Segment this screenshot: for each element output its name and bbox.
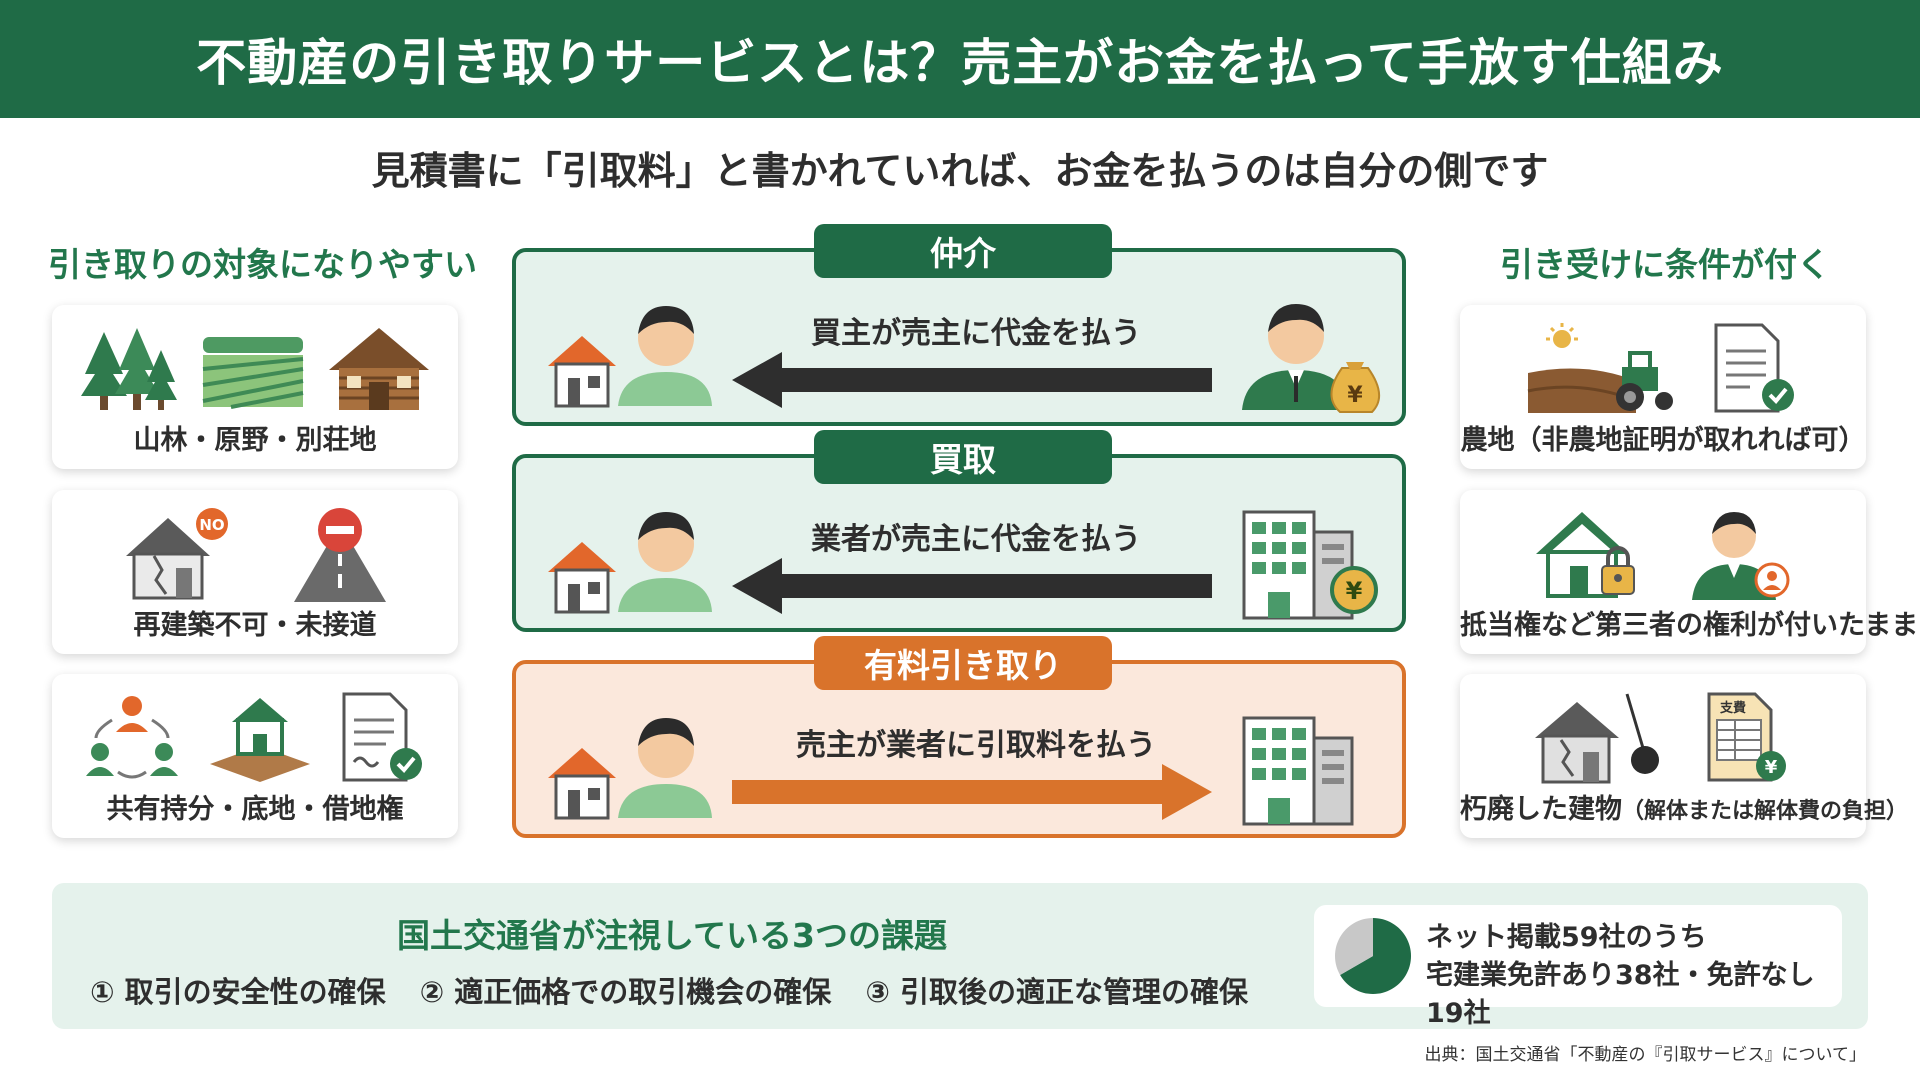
- stats-text: ネット掲載59社のうち 宅建業免許あり38社・免許なし19社: [1426, 919, 1842, 1033]
- forest-icon: [81, 328, 177, 410]
- farmland-tractor-icon: [1527, 323, 1673, 413]
- card-mortgage: 抵当権など第三者の権利が付いたまま: [1460, 490, 1919, 654]
- buyer-with-money-icon: ¥: [1242, 304, 1380, 413]
- card-label: 再建築不可・未接道: [133, 610, 377, 641]
- third-party-person-icon: [1692, 512, 1790, 600]
- house-lock-icon: [1536, 512, 1635, 598]
- card-no-rebuild: NO 再建築不可・未接道: [52, 490, 458, 654]
- card-label: 共有持分・底地・借地権: [106, 794, 404, 825]
- subtitle: 見積書に「引取料」と書かれていれば、お金を払うのは自分の側です: [371, 149, 1549, 193]
- card-label: 抵当権など第三者の権利が付いたまま: [1460, 610, 1919, 641]
- no-badge-text: NO: [199, 516, 224, 534]
- flow-paid-takeover: 有料引き取り 売主が業者に引取料を払う: [512, 636, 1406, 838]
- company-building-icon: [1242, 716, 1354, 826]
- arrow-left-icon: [732, 352, 1212, 408]
- issues-list: ① 取引の安全性の確保 ② 適正価格での取引機会の確保 ③ 引取後の適正な管理の…: [90, 969, 1248, 1011]
- flow-title: 買取: [814, 430, 1112, 484]
- left-column-title: 引き取りの対象になりやすい: [48, 245, 477, 284]
- right-column-title: 引き受けに条件が付く: [1500, 245, 1830, 284]
- card-co-ownership: 共有持分・底地・借地権: [52, 674, 458, 838]
- issues-title: 国土交通省が注視している3つの課題: [397, 916, 947, 955]
- card-label-main: 朽廃した建物: [1460, 794, 1622, 825]
- no-entry-road-icon: [294, 508, 386, 602]
- pie-slice-unlicensed: [1335, 918, 1373, 975]
- flow-title: 仲介: [814, 224, 1112, 278]
- yen-sign: ¥: [1347, 383, 1363, 408]
- flow-purchase: 買取 業者が売主に代金を払う ¥: [512, 430, 1406, 632]
- card-farmland: 農地（非農地証明が取れれば可）: [1460, 305, 1866, 469]
- header-bar: 不動産の引き取りサービスとは？売主がお金を払って手放す仕組み: [0, 0, 1920, 118]
- stats-line-1: ネット掲載59社のうち: [1426, 922, 1707, 953]
- certificate-check-icon: [1714, 323, 1794, 413]
- card-label: 山林・原野・別荘地: [133, 425, 377, 456]
- seller-with-house-icon: [548, 512, 712, 614]
- card-dilapidated: 支費 ¥ 朽廃した建物（解体または解体費の負担）: [1460, 674, 1908, 838]
- stats-line-2: 宅建業免許あり38社・免許なし19社: [1426, 960, 1815, 1029]
- expense-document-yen-icon: 支費 ¥: [1707, 692, 1786, 782]
- page-title: 不動産の引き取りサービスとは？売主がお金を払って手放す仕組み: [196, 34, 1724, 92]
- flow-text: 買主が売主に代金を払う: [811, 316, 1141, 351]
- card-label: 農地（非農地証明が取れれば可）: [1460, 425, 1866, 456]
- license-pie-chart: [1335, 918, 1411, 994]
- seller-with-house-icon: [548, 718, 712, 820]
- field-icon: [202, 337, 304, 409]
- contract-document-icon: [342, 692, 422, 782]
- yen-sign: ¥: [1346, 577, 1363, 605]
- license-stats-box: ネット掲載59社のうち 宅建業免許あり38社・免許なし19社: [1314, 905, 1842, 1029]
- flow-title: 有料引き取り: [814, 636, 1112, 690]
- arrow-right-icon: [732, 764, 1212, 820]
- issue-item: ② 適正価格での取引機会の確保: [419, 975, 832, 1009]
- document-title: 支費: [1719, 700, 1746, 716]
- card-label: 朽廃した建物（解体または解体費の負担）: [1460, 787, 1908, 826]
- issues-panel: 国土交通省が注視している3つの課題 ① 取引の安全性の確保 ② 適正価格での取引…: [52, 883, 1868, 1029]
- source-note: 出典：国土交通省「不動産の『引取サービス』について」: [1424, 1045, 1867, 1065]
- demolition-house-icon: [1535, 693, 1659, 784]
- arrow-left-icon: [732, 558, 1212, 614]
- card-label-sub: （解体または解体費の負担）: [1622, 799, 1909, 824]
- issue-item: ① 取引の安全性の確保: [90, 975, 386, 1009]
- pie-slice-licensed: [1340, 918, 1411, 994]
- issue-item: ③ 引取後の適正な管理の確保: [865, 975, 1248, 1009]
- yen-sign: ¥: [1765, 757, 1778, 778]
- seller-with-house-icon: [548, 306, 712, 408]
- flow-text: 業者が売主に代金を払う: [811, 522, 1141, 557]
- broken-house-icon: NO: [126, 508, 228, 600]
- house-on-land-icon: [210, 698, 310, 782]
- flow-brokerage: 仲介 買主が売主に代金を払う ¥: [512, 224, 1406, 426]
- flow-text: 売主が業者に引取料を払う: [796, 728, 1156, 763]
- company-building-yen-icon: ¥: [1242, 510, 1378, 620]
- log-cabin-icon: [329, 328, 429, 410]
- co-owners-icon: [86, 696, 178, 779]
- card-forest-land: 山林・原野・別荘地: [52, 305, 458, 469]
